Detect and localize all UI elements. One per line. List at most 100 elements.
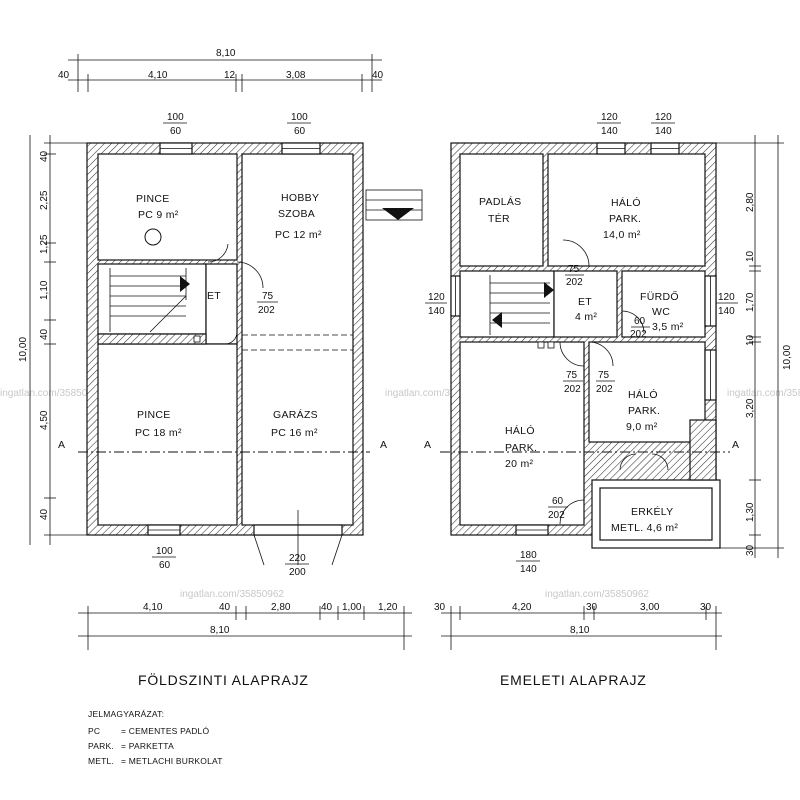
ground-dimensions-bottom: 4,10 40 2,80 40 1,00 1,20 8,10 — [78, 602, 412, 650]
room-name: ET — [578, 296, 592, 308]
svg-text:120: 120 — [428, 292, 445, 303]
svg-text:3,08: 3,08 — [286, 70, 306, 81]
svg-text:3,20: 3,20 — [745, 398, 756, 418]
svg-text:60: 60 — [294, 126, 306, 137]
section-marker: A — [732, 439, 739, 451]
room-name: HÁLÓ — [611, 196, 641, 209]
section-marker: A — [380, 439, 387, 451]
svg-text:30: 30 — [434, 602, 446, 613]
svg-text:120: 120 — [718, 292, 735, 303]
room-name: PINCE — [137, 409, 171, 421]
svg-text:1,70: 1,70 — [745, 292, 756, 312]
svg-text:40: 40 — [372, 70, 384, 81]
legend-text: = METLACHI BURKOLAT — [121, 756, 223, 766]
svg-text:2,25: 2,25 — [39, 190, 50, 210]
svg-text:40: 40 — [39, 150, 50, 162]
svg-text:202: 202 — [596, 384, 613, 395]
svg-text:10: 10 — [745, 334, 756, 346]
room-name: WC — [652, 306, 670, 318]
svg-text:202: 202 — [630, 329, 647, 340]
svg-text:8,10: 8,10 — [570, 625, 590, 636]
svg-text:4,10: 4,10 — [148, 70, 168, 81]
svg-text:202: 202 — [548, 510, 565, 521]
room-name: SZOBA — [278, 208, 315, 220]
room-area: PC 16 m² — [271, 427, 318, 439]
legend-abbr: PC — [88, 726, 100, 736]
legend-heading: JELMAGYARÁZAT: — [88, 709, 164, 719]
room-name: PADLÁS — [479, 195, 521, 208]
svg-text:202: 202 — [258, 305, 275, 316]
svg-text:10: 10 — [745, 250, 756, 262]
staircase — [489, 275, 554, 335]
room-area: PC 12 m² — [275, 229, 322, 241]
svg-text:202: 202 — [564, 384, 581, 395]
legend-abbr: PARK. — [88, 741, 114, 751]
svg-text:140: 140 — [601, 126, 618, 137]
room-area: 20 m² — [505, 458, 534, 470]
room-name: FÜRDŐ — [640, 289, 679, 303]
svg-text:200: 200 — [289, 567, 306, 578]
svg-text:40: 40 — [321, 602, 333, 613]
ground-opening-labels: 100 60 100 60 75 202 100 60 220 200 — [152, 112, 311, 578]
svg-text:140: 140 — [655, 126, 672, 137]
svg-text:220: 220 — [289, 553, 306, 564]
svg-text:8,10: 8,10 — [216, 48, 236, 59]
room-name: HOBBY — [281, 192, 319, 204]
svg-text:40: 40 — [39, 508, 50, 520]
room-area: METL. 4,6 m² — [611, 522, 678, 534]
svg-text:4,50: 4,50 — [39, 410, 50, 430]
section-marker: A — [424, 439, 431, 451]
svg-text:40: 40 — [58, 70, 70, 81]
room-name: PARK. — [505, 442, 537, 454]
svg-text:100: 100 — [291, 112, 308, 123]
svg-text:180: 180 — [520, 550, 537, 561]
svg-text:75: 75 — [566, 370, 578, 381]
room-name: TÉR — [488, 212, 510, 225]
room-area: 9,0 m² — [626, 421, 658, 433]
svg-text:120: 120 — [655, 112, 672, 123]
watermark-text: ingatlan.com/35850962 — [727, 388, 800, 399]
room-area: 14,0 m² — [603, 229, 641, 241]
room-name: PINCE — [136, 193, 170, 205]
svg-text:40: 40 — [219, 602, 231, 613]
svg-text:100: 100 — [167, 112, 184, 123]
room-area: PC 9 m² — [138, 209, 179, 221]
staircase — [109, 268, 190, 333]
svg-text:30: 30 — [745, 544, 756, 556]
svg-text:2,80: 2,80 — [745, 192, 756, 212]
svg-text:100: 100 — [156, 546, 173, 557]
room-name: PARK. — [628, 405, 660, 417]
svg-text:10,00: 10,00 — [782, 345, 793, 370]
upper-floor-title: EMELETI ALAPRAJZ — [500, 672, 647, 688]
svg-text:75: 75 — [598, 370, 610, 381]
svg-text:140: 140 — [428, 306, 445, 317]
svg-text:10,00: 10,00 — [18, 337, 29, 362]
room-name: HÁLÓ — [505, 424, 535, 437]
svg-text:60: 60 — [159, 560, 171, 571]
ground-floor-title: FÖLDSZINTI ALAPRAJZ — [138, 671, 309, 688]
room-area: PC 18 m² — [135, 427, 182, 439]
watermark-text: ingatlan.com/35850962 — [385, 388, 489, 399]
room-name: PARK. — [609, 213, 641, 225]
svg-text:1,30: 1,30 — [745, 502, 756, 522]
svg-text:140: 140 — [718, 306, 735, 317]
upper-dimensions-bottom: 30 4,20 30 3,00 30 8,10 — [434, 602, 722, 650]
svg-text:60: 60 — [552, 496, 564, 507]
watermark-text: ingatlan.com/35850962 — [180, 589, 284, 600]
svg-text:30: 30 — [700, 602, 712, 613]
room-name: HÁLÓ — [628, 388, 658, 401]
section-marker: A — [58, 439, 65, 451]
room-name: ET — [207, 290, 221, 302]
svg-text:4,20: 4,20 — [512, 602, 532, 613]
svg-text:1,25: 1,25 — [39, 234, 50, 254]
svg-text:1,00: 1,00 — [342, 602, 362, 613]
svg-text:40: 40 — [39, 328, 50, 340]
svg-text:1,10: 1,10 — [39, 280, 50, 300]
watermark-text: ingatlan.com/35850962 — [0, 388, 104, 399]
svg-text:60: 60 — [170, 126, 182, 137]
upper-opening-labels: 120 140 120 140 75 202 120 140 120 140 6… — [425, 112, 738, 575]
svg-text:140: 140 — [520, 564, 537, 575]
legend-abbr: METL. — [88, 756, 114, 766]
svg-text:202: 202 — [566, 277, 583, 288]
